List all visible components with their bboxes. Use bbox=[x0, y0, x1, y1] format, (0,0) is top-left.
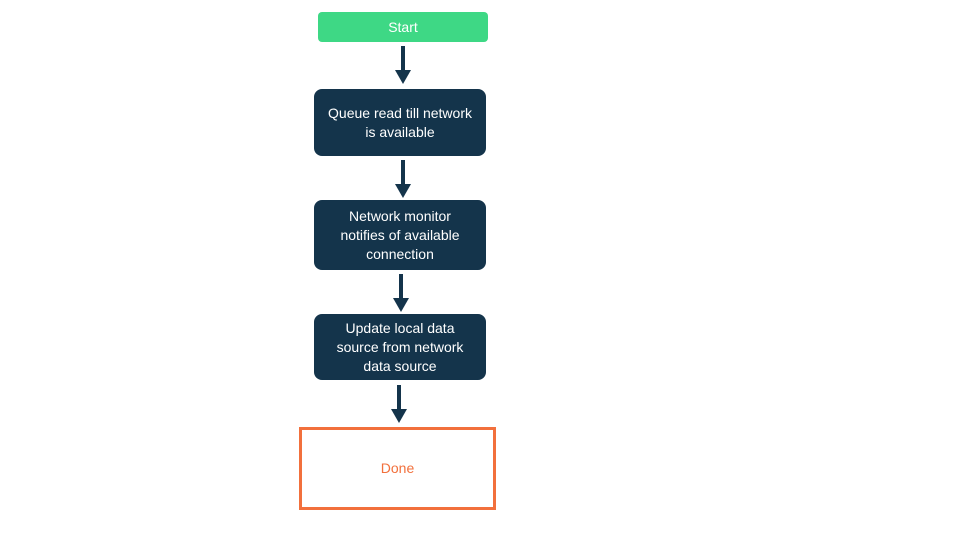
arrow-down-icon bbox=[394, 46, 412, 84]
flow-node-done-label: Done bbox=[380, 460, 415, 476]
flow-node-network-monitor: Network monitor notifies of available co… bbox=[314, 200, 486, 270]
flow-node-start: Start bbox=[318, 12, 488, 42]
flow-node-update-local: Update local data source from network da… bbox=[314, 314, 486, 380]
flow-node-network-monitor-label: Network monitor notifies of available co… bbox=[340, 207, 460, 262]
flow-node-queue-read: Queue read till network is available bbox=[314, 89, 486, 156]
flow-node-done: Done bbox=[299, 427, 496, 510]
arrow-down-icon bbox=[394, 160, 412, 198]
flow-node-start-label: Start bbox=[388, 18, 418, 35]
arrow-down-icon bbox=[392, 274, 410, 312]
flow-node-queue-read-label: Queue read till network is available bbox=[328, 104, 472, 140]
arrow-down-icon bbox=[390, 385, 408, 423]
flow-node-update-local-label: Update local data source from network da… bbox=[336, 319, 464, 374]
